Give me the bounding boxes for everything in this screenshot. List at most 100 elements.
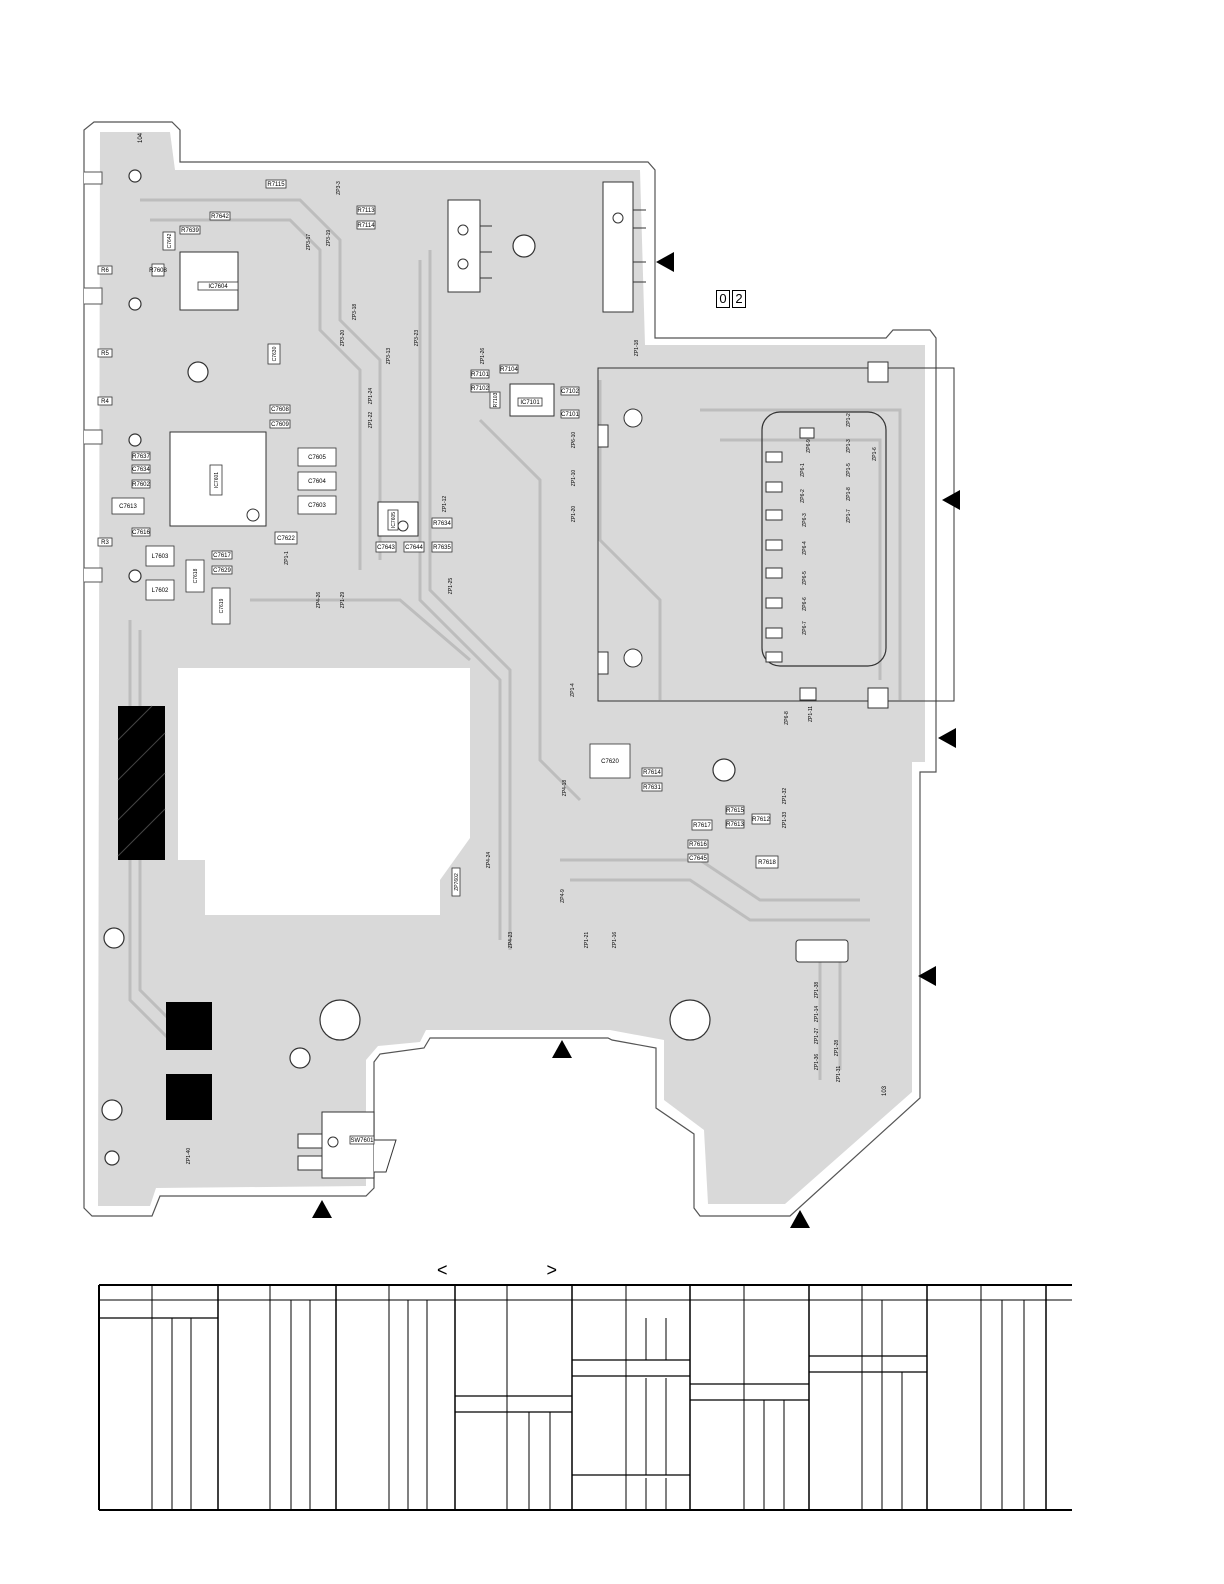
component-r4: R4 bbox=[97, 396, 113, 406]
component-r7103: R7103 bbox=[489, 391, 501, 409]
component-label: L7603 bbox=[152, 554, 169, 560]
component-r7613: R7613 bbox=[725, 819, 745, 829]
testpoint-label: ZP6-2 bbox=[800, 489, 806, 503]
testpoint-label: ZP3-17 bbox=[306, 234, 312, 251]
component-r7615: R7615 bbox=[725, 805, 745, 815]
component-c7603: C7603 bbox=[297, 495, 337, 515]
component-label: ZP7602 bbox=[454, 873, 460, 891]
component-c7629: C7629 bbox=[211, 565, 233, 575]
testpoint-label: ZP1-6 bbox=[872, 447, 878, 461]
direction-markers bbox=[312, 252, 960, 1228]
component-label: R7114 bbox=[357, 223, 375, 229]
testpoint-label: ZP1-5 bbox=[846, 463, 852, 477]
component-label: R7113 bbox=[357, 208, 375, 214]
component-r7617: R7617 bbox=[691, 819, 713, 831]
testpoint-label: ZP1-1 bbox=[284, 551, 290, 565]
component-label: C7620 bbox=[601, 759, 619, 765]
testpoint-label: ZP1-31 bbox=[836, 1066, 842, 1083]
component-c7642: C7642 bbox=[162, 231, 176, 251]
black-pad-bottom bbox=[166, 1074, 212, 1120]
component-label: R7631 bbox=[643, 785, 661, 791]
component-ic7605: IC7605 bbox=[387, 509, 399, 531]
testpoint-label: ZP4-9 bbox=[560, 889, 566, 903]
card-connector bbox=[761, 411, 887, 667]
component-c7622: C7622 bbox=[274, 531, 298, 545]
switch-sw7601 bbox=[297, 1111, 397, 1179]
mounting-holes bbox=[101, 169, 736, 1166]
component-label: C7616 bbox=[132, 530, 150, 536]
component-r7114: R7114 bbox=[356, 220, 376, 230]
component-c7619: C7619 bbox=[211, 587, 231, 625]
component-label: R7639 bbox=[181, 228, 199, 234]
component-label: C7622 bbox=[277, 536, 295, 542]
component-label: R7102 bbox=[471, 386, 489, 392]
component-c7618: C7618 bbox=[185, 559, 205, 593]
testpoint-label: ZP1-10 bbox=[571, 470, 577, 487]
component-label: C7629 bbox=[213, 568, 231, 574]
testpoint-label: ZP1-32 bbox=[782, 788, 788, 805]
testpoint-label: ZP1-33 bbox=[782, 812, 788, 829]
component-c7608: C7608 bbox=[269, 404, 291, 414]
testpoint-label: ZP1-12 bbox=[442, 496, 448, 513]
component-label: R7615 bbox=[726, 808, 744, 814]
component-r7113: R7113 bbox=[356, 205, 376, 215]
component-label: C7618 bbox=[193, 568, 199, 583]
testpoint-label: ZP1-4 bbox=[570, 683, 576, 697]
component-label: C7645 bbox=[689, 856, 707, 862]
testpoint-label: ZP1-26 bbox=[480, 348, 486, 365]
component-r7639: R7639 bbox=[179, 225, 201, 235]
center-opening bbox=[178, 668, 470, 915]
component-r7104: R7104 bbox=[499, 364, 519, 374]
testpoint-label: ZP6-9 bbox=[806, 439, 812, 453]
component-c7616: C7616 bbox=[131, 527, 151, 537]
component-label: C7617 bbox=[213, 553, 231, 559]
component-r7101: R7101 bbox=[470, 369, 490, 379]
component-label: IC7604 bbox=[208, 284, 228, 290]
testpoint-label: ZP1-11 bbox=[808, 706, 814, 722]
testpoint-label: ZP1-28 bbox=[834, 1040, 840, 1057]
component-zp7602: ZP7602 bbox=[451, 867, 461, 897]
testpoint-label: ZP1-29 bbox=[340, 592, 346, 609]
marker-switch bbox=[656, 252, 674, 272]
component-c7634: C7634 bbox=[131, 464, 151, 474]
component-label: C7603 bbox=[308, 503, 326, 509]
component-label: L7602 bbox=[152, 588, 169, 594]
component-l7603: L7603 bbox=[145, 545, 175, 567]
component-c7604: C7604 bbox=[297, 471, 337, 491]
component-r7631: R7631 bbox=[641, 782, 663, 792]
component-label: R7602 bbox=[132, 482, 150, 488]
component-label: C7630 bbox=[272, 346, 278, 361]
table-caption: < > bbox=[437, 1260, 557, 1282]
component-label: R4 bbox=[101, 399, 109, 405]
card-pins bbox=[597, 361, 889, 709]
card-slot-outline bbox=[597, 367, 955, 702]
testpoint-label: ZP1-18 bbox=[634, 340, 640, 357]
component-label: R7635 bbox=[433, 545, 451, 551]
testpoint-label: ZP1-22 bbox=[368, 412, 374, 429]
component-c7102: C7102 bbox=[560, 386, 580, 396]
component-label: C7619 bbox=[219, 598, 225, 613]
switch-top-right bbox=[602, 181, 646, 313]
switch-top-left bbox=[447, 199, 492, 293]
component-c7630: C7630 bbox=[267, 343, 281, 365]
component-ic7101: IC7101 bbox=[517, 397, 543, 407]
component-r7634: R7634 bbox=[431, 517, 453, 529]
component-c7643: C7643 bbox=[375, 541, 397, 553]
component-label: C7613 bbox=[119, 504, 137, 510]
marker-bottom-right bbox=[790, 1210, 810, 1228]
component-r5: R5 bbox=[97, 348, 113, 358]
edge-notches bbox=[84, 171, 103, 583]
component-label: R7101 bbox=[471, 372, 489, 378]
ref-digit-0: 0 bbox=[716, 290, 730, 308]
component-label: R7616 bbox=[689, 842, 707, 848]
component-label: C7101 bbox=[561, 412, 579, 418]
testpoint-label: ZP1-25 bbox=[448, 578, 454, 595]
caption-open: < bbox=[437, 1260, 448, 1280]
component-label: C7609 bbox=[271, 422, 289, 428]
testpoint-label: ZP4-26 bbox=[316, 592, 322, 609]
component-c7101: C7101 bbox=[560, 409, 580, 419]
component-label: R7637 bbox=[132, 454, 150, 460]
testpoint-label: ZP1-2 bbox=[846, 413, 852, 427]
component-label: R5 bbox=[101, 351, 109, 357]
testpoint-label: ZP6-7 bbox=[802, 621, 808, 635]
